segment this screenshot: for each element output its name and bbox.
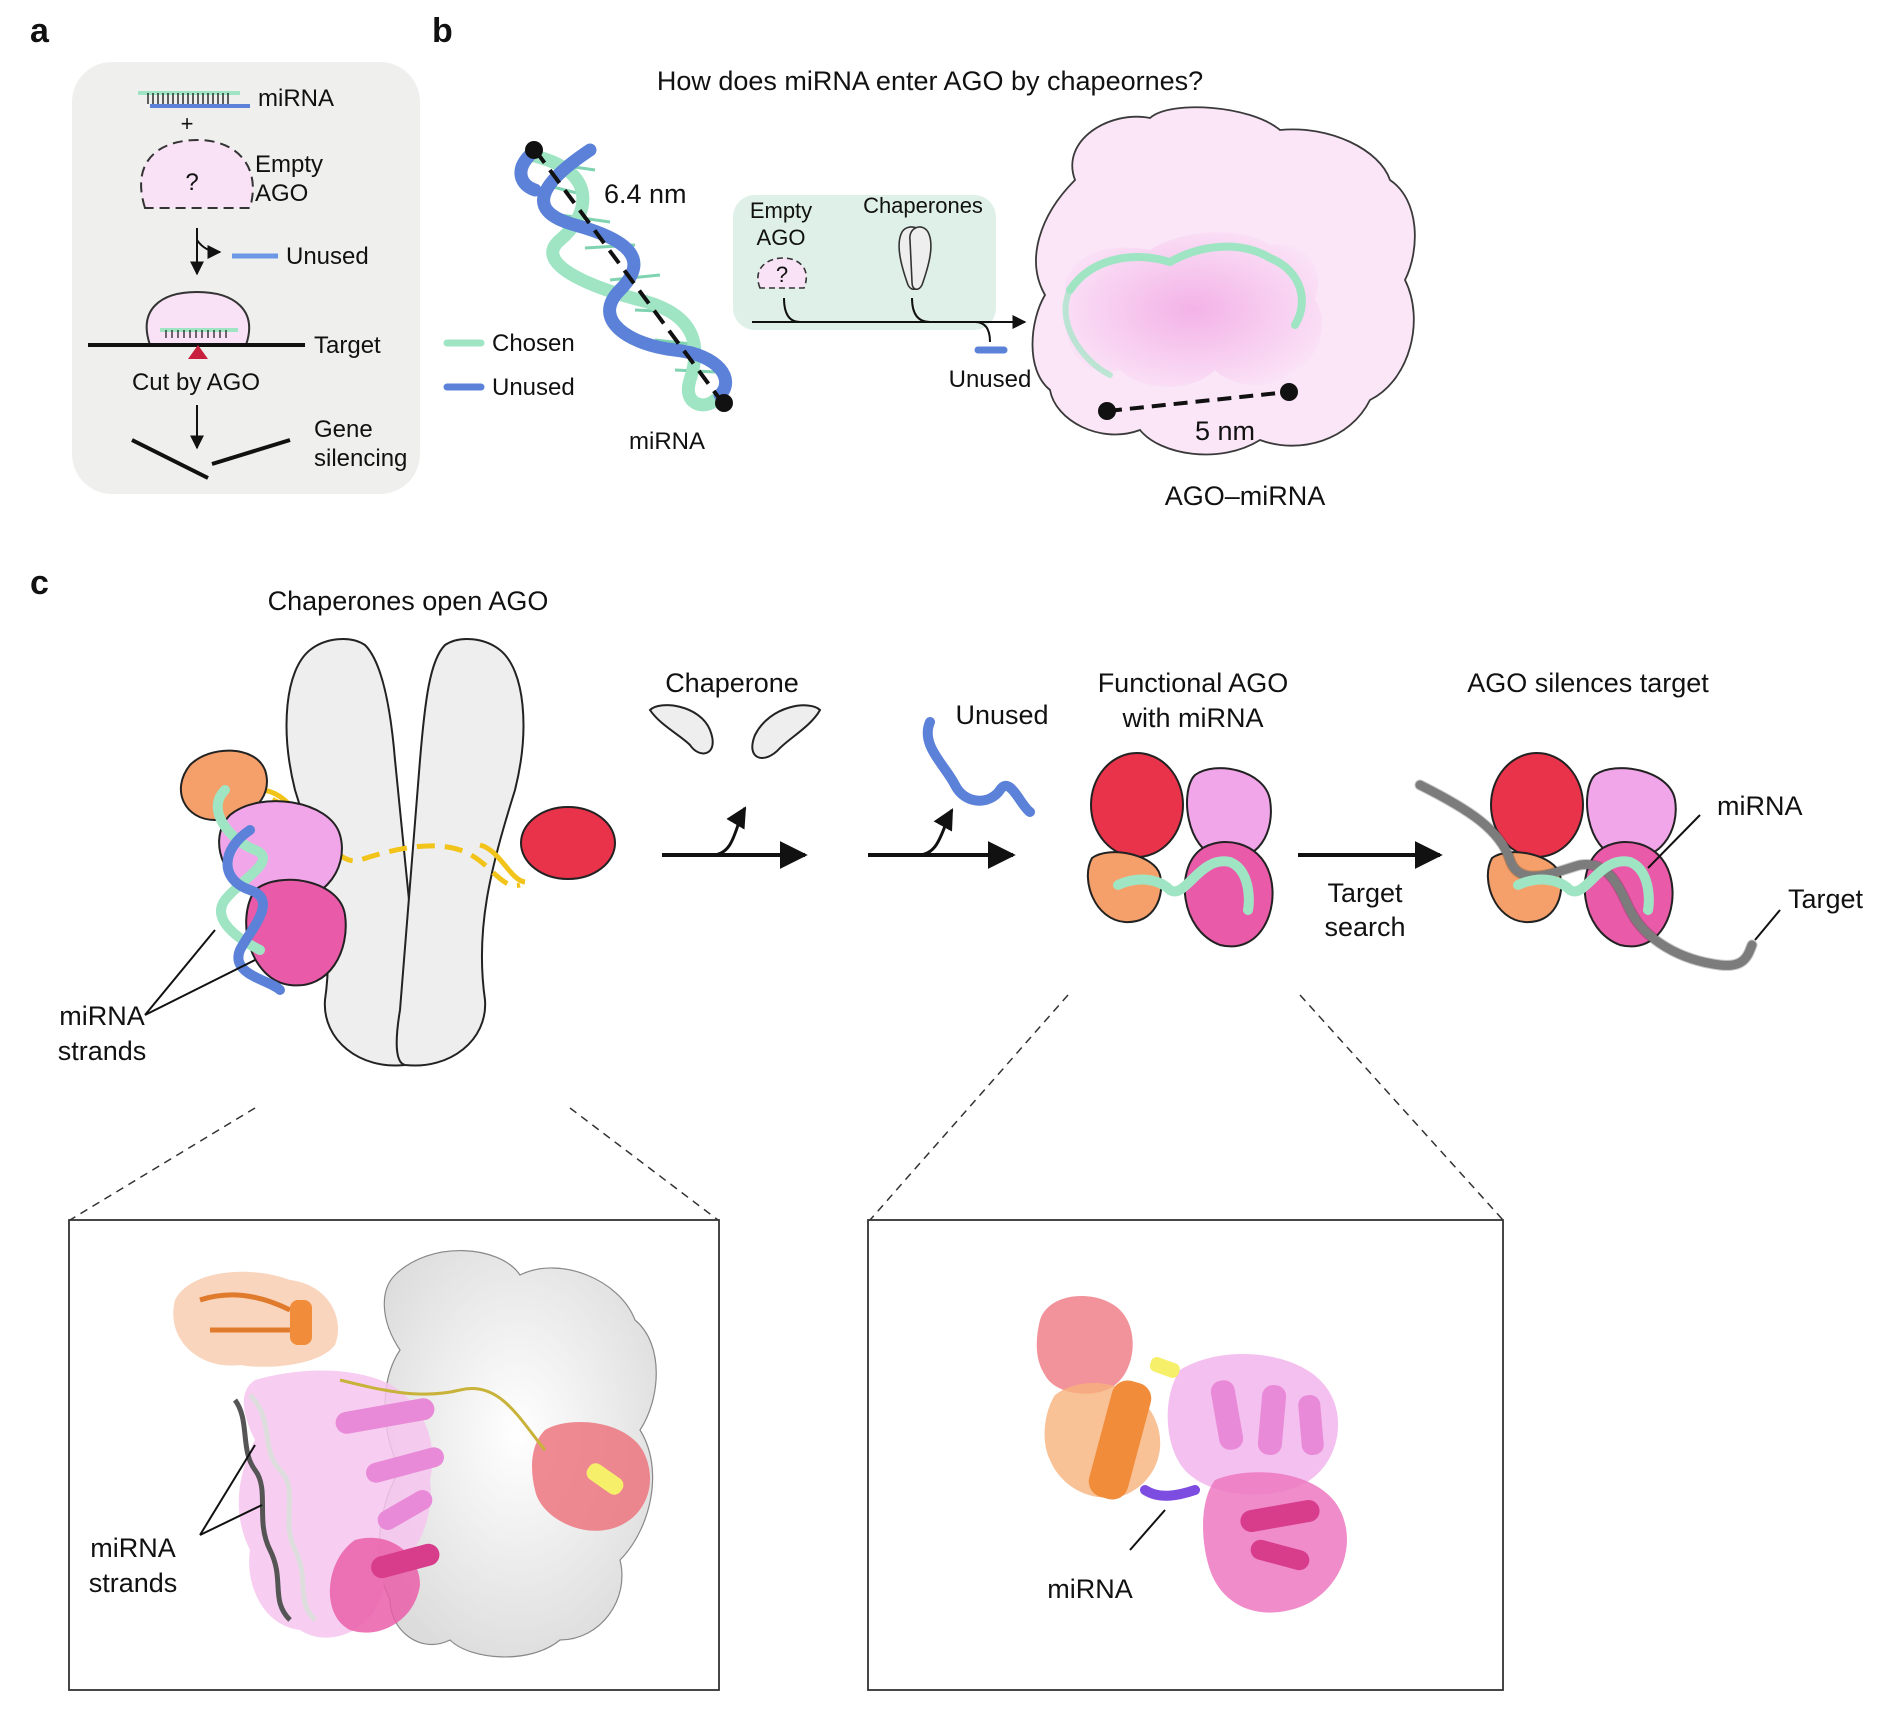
empty-ago-label-line1: Empty (255, 151, 323, 178)
small-chaperone-right (751, 704, 822, 759)
ago-endpoint-left (1098, 402, 1116, 420)
box-empty-ago-line1: Empty (750, 198, 812, 223)
empty-ago-label-line2: AGO (255, 180, 308, 207)
target-search-line2: search (1324, 912, 1405, 942)
empty-ago-question: ? (185, 169, 198, 196)
legend-chosen-label: Chosen (492, 330, 575, 357)
c-target-label: Target (1788, 884, 1864, 914)
chaperone-join (911, 297, 931, 323)
box-unused-label: Unused (949, 366, 1032, 393)
unused-exit (974, 321, 991, 343)
cut-fragment-right (211, 438, 291, 466)
panel-b-title: How does miRNA enter AGO by chapeornes? (657, 66, 1203, 96)
ago-distance-dashed (1107, 390, 1289, 413)
panel-b: b How does miRNA enter AGO by chapeornes… (432, 12, 1416, 511)
inset-left-line2: strands (89, 1568, 178, 1598)
zoom-guide-left-a (69, 1107, 256, 1221)
linker-solid-right (479, 842, 526, 885)
plus-sign: + (181, 111, 194, 136)
empty-ago-join (783, 297, 801, 323)
mirna-strands-line1: miRNA (59, 1001, 145, 1031)
cut-by-ago-label: Cut by AGO (132, 369, 260, 396)
inset-right-structure (1036, 1296, 1347, 1613)
unused-branch-arrow (196, 239, 222, 259)
functional-ago (1086, 752, 1274, 948)
panel-c-letter: c (30, 564, 49, 602)
target-search-line1: Target (1327, 878, 1403, 908)
mirna-pointer (1647, 814, 1701, 869)
functional-ago-line1: Functional AGO (1098, 668, 1289, 698)
inset-strands-pointer-2 (199, 1504, 263, 1536)
inset-right-mirna: miRNA (1047, 1574, 1133, 1604)
panel-a-target-label: Target (314, 332, 381, 359)
box-empty-ago-line2: AGO (757, 225, 806, 250)
panel-b-letter: b (432, 12, 453, 50)
box-empty-ago-shape (757, 257, 808, 289)
step1-title: Chaperones open AGO (268, 586, 549, 616)
mirna-duplex-icon (138, 91, 250, 108)
ago-endpoint-right (1280, 383, 1298, 401)
unused-release-arrow (917, 808, 954, 857)
released-unused-strand (922, 717, 1035, 817)
panel-a-unused-label: Unused (286, 243, 369, 270)
box-empty-ago-question: ? (776, 262, 788, 287)
zoom-guide-right-b (1299, 994, 1504, 1221)
inset-left-structure (173, 1250, 657, 1658)
mirna-unused-strand-left (222, 825, 285, 995)
ago-distance-label: 5 nm (1195, 416, 1255, 446)
silences-title: AGO silences target (1467, 668, 1709, 698)
panel-a-mirna-label: miRNA (258, 85, 334, 112)
ago-mirna-label: AGO–miRNA (1165, 481, 1326, 511)
zoom-guide-left-b (569, 1107, 719, 1221)
functional-ago-line2: with miRNA (1121, 703, 1263, 733)
panel-a: a miRNA + ? Empty AGO (30, 12, 420, 494)
ago-domain-red-left (520, 806, 616, 880)
inset-left-line1: miRNA (90, 1533, 176, 1563)
gene-silencing-line1: Gene (314, 416, 373, 443)
legend-unused-label: Unused (492, 374, 575, 401)
zoom-guide-right-a (869, 994, 1069, 1221)
mirna-length-dashed (533, 148, 724, 404)
empty-ago-shape (140, 138, 254, 209)
mirna-endpoint-top (525, 141, 543, 159)
mirna-distance-label: 6.4 nm (604, 179, 687, 209)
process-box (733, 195, 996, 330)
small-chaperone-left (648, 704, 714, 755)
c-mirna-label: miRNA (1717, 791, 1803, 821)
panel-c: c Chaperones open AGO miRNA strands Chap… (30, 564, 1864, 1691)
chaperone-label: Chaperone (665, 668, 799, 698)
cut-fragment-left (131, 438, 209, 480)
gene-silencing-line2: silencing (314, 445, 407, 472)
box-chaperones-label: Chaperones (863, 193, 983, 218)
box-chaperone-right (909, 226, 932, 291)
strands-pointer-2 (144, 959, 256, 1016)
panel-a-letter: a (30, 12, 50, 50)
inset-strands-pointer-1 (199, 1444, 256, 1536)
ago-silencing-target (1414, 752, 1758, 971)
target-pointer (1754, 909, 1781, 941)
mirna-endpoint-bottom (715, 394, 733, 412)
loaded-ago-shape (145, 290, 251, 346)
ago-mirna-surface (1031, 106, 1416, 456)
panel-b-mirna-label: miRNA (629, 428, 705, 455)
strands-pointer-1 (144, 929, 216, 1016)
cut-site-triangle (188, 345, 208, 359)
chaperone-release-arrow (711, 806, 747, 857)
chaperone-large-left (285, 638, 423, 1067)
mirna-strands-line2: strands (58, 1036, 147, 1066)
mirna-chosen-strand-left (212, 785, 268, 955)
c-unused-label: Unused (955, 700, 1048, 730)
inset-mirna-pointer (1129, 1509, 1166, 1551)
